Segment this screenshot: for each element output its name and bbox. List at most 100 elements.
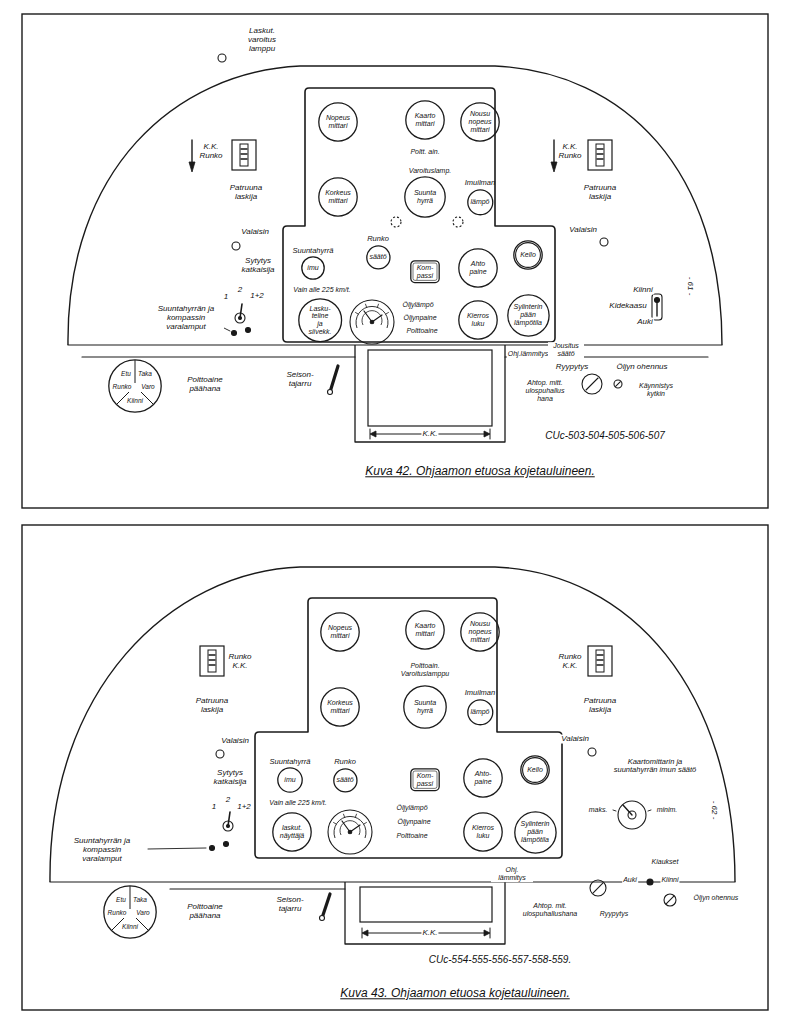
gauge-label: Sylinterin pään lämpötila: [514, 303, 543, 326]
part-label: Polttoaine päähana: [180, 376, 230, 394]
figure-frame: [22, 14, 768, 508]
gauge-label: Kaarto mittari: [415, 622, 436, 637]
compass-inner: [413, 771, 437, 788]
cockpit-sill: [82, 356, 355, 357]
gauge-dial: Ahto paine: [458, 248, 498, 288]
part-label: Seison- tajarru: [271, 896, 309, 914]
gauge-label: Korkeus mittari: [325, 189, 351, 204]
gauge-label: Sylinterin pään lämpötila: [521, 820, 550, 843]
gauge-rim: [406, 611, 444, 649]
gauge-label: Kierros luku: [472, 824, 494, 839]
panel-drawing: [22, 14, 768, 508]
part-label: Sytytys katkaisija: [235, 257, 281, 275]
gauge-label: Nopeus mittari: [326, 114, 350, 129]
gauge-dial: Sylinterin pään lämpötila: [507, 294, 550, 337]
knob-slot: [586, 378, 598, 390]
part-label: Polttoaine: [405, 327, 438, 335]
switch-pivot: [239, 317, 242, 320]
gauge-dial: Nousu nopeus mittari: [460, 612, 500, 652]
gun-charger-recess: [368, 350, 492, 426]
part-label: Auki: [636, 318, 654, 327]
dial-position: Etu: [121, 371, 131, 378]
counter-digit: [209, 659, 215, 660]
gauge-inner-rim: [516, 243, 541, 268]
combined-gauge: [328, 810, 372, 854]
combined-gauge: [350, 300, 394, 344]
gauge-scale: [340, 821, 360, 835]
part-label: Patruuna laskija: [189, 697, 235, 715]
gauge-tick: [355, 814, 356, 817]
cockpit-outline: [50, 567, 735, 882]
spare-lamp: [232, 331, 237, 336]
part-label: 2: [225, 796, 231, 805]
control-knob: [614, 380, 622, 388]
counter-digit: [597, 659, 603, 660]
gauge-hub: [348, 830, 352, 834]
gauge-scale: [362, 311, 382, 325]
part-label: Varoituslamp.: [408, 167, 453, 175]
gauge-heading: Suuntahyrrä: [270, 758, 311, 766]
part-label: K.K.: [421, 430, 438, 439]
part-label: Runko K.K.: [226, 653, 254, 671]
parking-brake-lever: [330, 366, 338, 392]
dimension-tick: [490, 429, 491, 439]
part-label: Suuntahyrrän ja kompassin varalamput: [61, 837, 143, 864]
gauge-label: laskut. näyttäjä: [280, 824, 305, 839]
compass-box: Kom- passi: [410, 768, 440, 791]
counter-digit: [209, 664, 215, 665]
part-label: K.K. Runko: [197, 143, 225, 161]
blank-hole: [391, 217, 401, 227]
parking-brake-lever: [322, 894, 330, 918]
dial-position: Varo: [136, 910, 150, 917]
dial-divider: [135, 360, 136, 383]
lever-pivot: [328, 390, 333, 395]
part-label: Ahtop. mit. ulospuhallushana: [508, 902, 592, 918]
arrow-head: [370, 431, 376, 437]
counter-box: [588, 646, 612, 676]
leader-line: [148, 848, 206, 849]
lamp-symbol: [218, 54, 226, 62]
dial-position: Taka: [133, 897, 147, 904]
counter-digit: [597, 158, 603, 159]
counter-digit: [241, 153, 247, 154]
knob-slot: [616, 382, 621, 387]
gauge-dial: laskut. näyttäjä: [272, 812, 312, 852]
gauge-rim: [333, 768, 356, 791]
dial-position: Taka: [138, 371, 152, 378]
part-label: Ahtop. mitt. ulospuhallus hana: [516, 379, 574, 402]
gauge-tick: [356, 313, 359, 315]
lever-pivot: [320, 916, 325, 921]
part-label: Valaisin: [560, 735, 590, 744]
gauge-label: Lasku- teline ja siivekk.: [309, 305, 332, 336]
gauge-dial: säätöRunko: [333, 768, 358, 793]
gauge-tick: [364, 823, 367, 825]
gauge-rim: [521, 756, 549, 784]
gauge-rim: [468, 700, 493, 725]
part-label: Öljylämpö: [395, 804, 428, 812]
part-label: minim.: [656, 806, 679, 814]
cockpit-sill: [68, 344, 722, 345]
dimension-tick: [490, 928, 491, 938]
knob-slot: [666, 896, 673, 903]
gauge-dial: Kaarto mittari: [405, 610, 445, 650]
part-label: Polttoaine päähana: [180, 903, 230, 921]
part-label: Patruuna laskija: [223, 184, 269, 202]
dial-rim: [104, 886, 156, 938]
gauge-heading: Runko: [334, 758, 356, 766]
part-label: Kiaukset: [651, 858, 680, 866]
part-label: K.K.: [421, 929, 438, 938]
dial-divider: [130, 886, 131, 909]
counter-window: [208, 650, 216, 672]
gauge-rim: [321, 613, 359, 651]
arrow-head: [362, 930, 368, 936]
instrument-panel: [283, 88, 555, 342]
gauge-rim: [404, 686, 446, 728]
gauge-label: Kello: [527, 766, 543, 774]
part-label: Ohj. lämmitys: [491, 866, 533, 882]
figure-caption: Kuva 42. Ohjaamon etuosa kojetauluineen.: [364, 465, 596, 478]
gauge-inner-rim: [523, 758, 548, 783]
part-label: Valaisin: [568, 226, 598, 235]
gauge-label: Suunta hyrrä: [414, 699, 436, 714]
knob-mark: [613, 810, 616, 811]
gauge-dial: Kello: [520, 755, 550, 785]
